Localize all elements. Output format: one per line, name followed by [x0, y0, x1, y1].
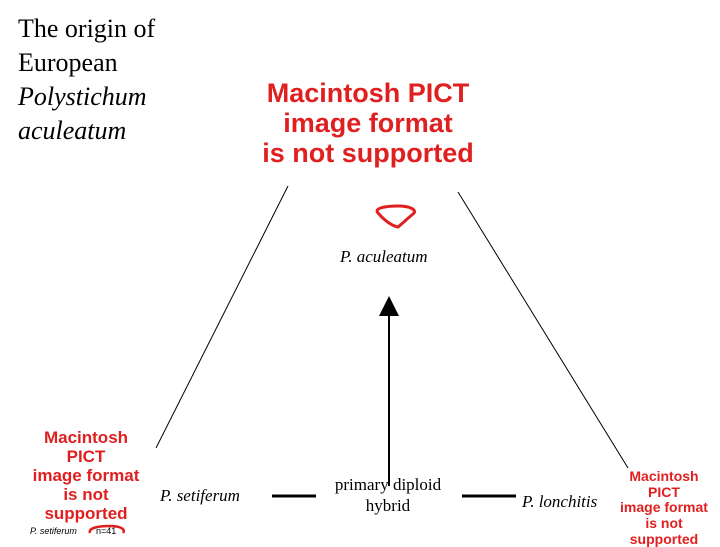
pict-right-line-2: image format	[620, 499, 708, 516]
pict-top-line-1: Macintosh PICT	[266, 78, 470, 108]
slide-title: The origin of European Polystichum acule…	[18, 12, 155, 148]
title-line-3: Polystichum	[18, 82, 147, 111]
unsupported-image-left: Macintosh PICT image format is not suppo…	[24, 428, 148, 523]
hybrid-line-2: hybrid	[365, 496, 411, 515]
red-oval-marker-small	[88, 524, 125, 534]
right-diagonal-line	[457, 191, 629, 469]
small-label-chromosome-count: n=41	[96, 526, 117, 536]
pict-left-line-3: is not supported	[44, 485, 128, 524]
pict-right-line-1: Macintosh PICT	[629, 468, 699, 500]
left-diagonal-line	[155, 185, 289, 449]
unsupported-image-top: Macintosh PICT image format is not suppo…	[262, 78, 474, 169]
title-line-4: aculeatum	[18, 116, 127, 145]
title-line-1: The origin of	[18, 14, 156, 43]
pict-left-line-1: Macintosh PICT	[43, 428, 129, 467]
small-label-p-setiferum: P. setiferum	[30, 526, 77, 536]
title-line-2: European	[18, 48, 118, 77]
red-oval-marker	[375, 204, 416, 229]
pict-left-line-2: image format	[32, 466, 140, 486]
label-p-lonchitis: P. lonchitis	[522, 492, 598, 511]
pict-top-line-2: image format	[283, 108, 453, 139]
hybrid-line-1: primary diploid	[334, 475, 442, 494]
label-primary-diploid-hybrid: primary diploid hybrid	[320, 474, 456, 516]
pict-top-line-3: is not supported	[262, 138, 474, 169]
label-p-aculeatum: P. aculeatum	[340, 247, 428, 266]
label-p-setiferum: P. setiferum	[160, 486, 240, 505]
